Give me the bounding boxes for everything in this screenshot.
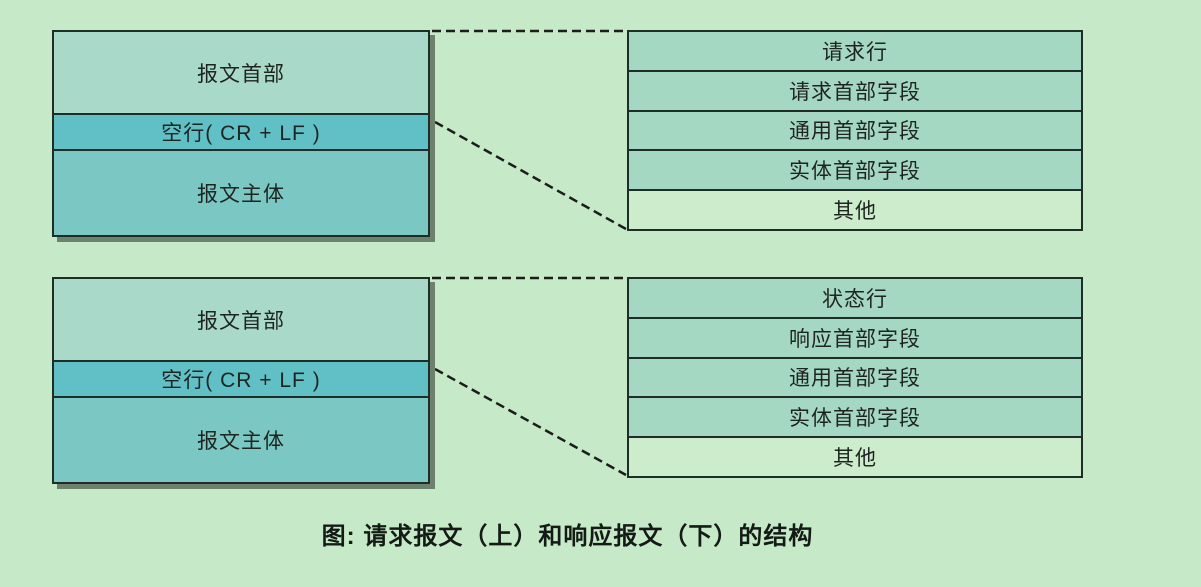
request-blank-line-label: 空行( CR + LF ) — [161, 122, 321, 145]
request-message-body-label: 报文主体 — [197, 183, 285, 206]
status-line-row: 状态行 — [629, 279, 1081, 317]
request-message-header-label: 报文首部 — [197, 62, 285, 86]
request-entity-header-fields-label: 实体首部字段 — [789, 160, 921, 184]
response-entity-header-fields-label: 实体首部字段 — [789, 407, 921, 431]
response-general-header-fields-row: 通用首部字段 — [629, 356, 1081, 397]
response-message-body-section: 报文主体 — [54, 398, 428, 482]
request-header-fields-label: 请求首部字段 — [789, 80, 921, 104]
response-message-header-section: 报文首部 — [54, 279, 428, 360]
request-other-row: 其他 — [629, 189, 1081, 229]
request-general-header-fields-label: 通用首部字段 — [789, 120, 921, 144]
request-message-structure-box: 报文首部 空行( CR + LF ) 报文主体 — [52, 30, 430, 237]
request-general-header-fields-row: 通用首部字段 — [629, 109, 1081, 150]
response-other-row: 其他 — [629, 436, 1081, 476]
request-message-header-section: 报文首部 — [54, 32, 428, 113]
response-entity-header-fields-row: 实体首部字段 — [629, 396, 1081, 437]
response-general-header-fields-label: 通用首部字段 — [789, 367, 921, 391]
response-fields-box: 状态行 响应首部字段 通用首部字段 实体首部字段 其他 — [627, 277, 1083, 478]
request-line-row: 请求行 — [629, 32, 1081, 70]
response-message-body-label: 报文主体 — [197, 430, 285, 453]
status-line-label: 状态行 — [822, 287, 888, 311]
request-blank-line-section: 空行( CR + LF ) — [54, 113, 428, 151]
response-header-fields-label: 响应首部字段 — [789, 327, 921, 351]
request-other-label: 其他 — [833, 200, 877, 224]
dashed-line-request-diagonal — [434, 120, 627, 231]
response-blank-line-section: 空行( CR + LF ) — [54, 360, 428, 398]
figure-caption: 图: 请求报文（上）和响应报文（下）的结构 — [321, 523, 814, 550]
response-blank-line-label: 空行( CR + LF ) — [161, 369, 321, 392]
response-other-label: 其他 — [833, 447, 877, 471]
request-fields-box: 请求行 请求首部字段 通用首部字段 实体首部字段 其他 — [627, 30, 1083, 231]
response-message-header-label: 报文首部 — [197, 309, 285, 333]
request-message-body-section: 报文主体 — [54, 151, 428, 235]
request-line-label: 请求行 — [822, 40, 888, 64]
request-header-fields-row: 请求首部字段 — [629, 69, 1081, 110]
response-message-structure-box: 报文首部 空行( CR + LF ) 报文主体 — [52, 277, 430, 484]
dashed-line-response-diagonal — [434, 367, 627, 477]
response-header-fields-row: 响应首部字段 — [629, 316, 1081, 357]
request-entity-header-fields-row: 实体首部字段 — [629, 149, 1081, 190]
